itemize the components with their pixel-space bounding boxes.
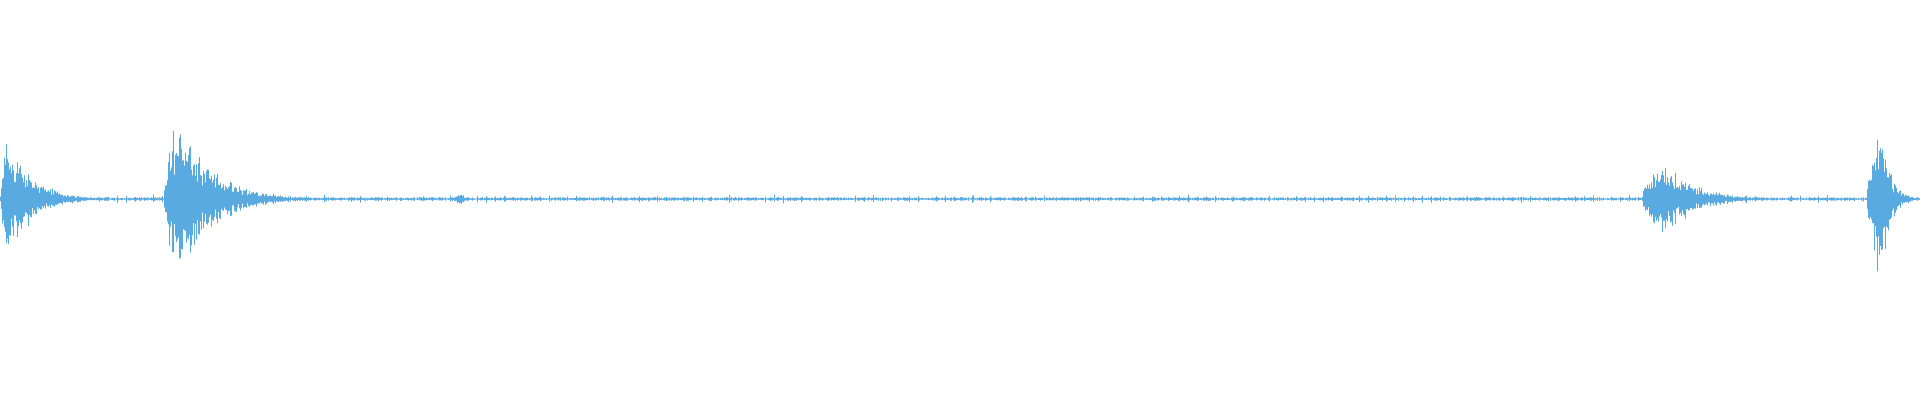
waveform-path (0, 130, 1920, 272)
waveform-bars (0, 130, 1920, 272)
